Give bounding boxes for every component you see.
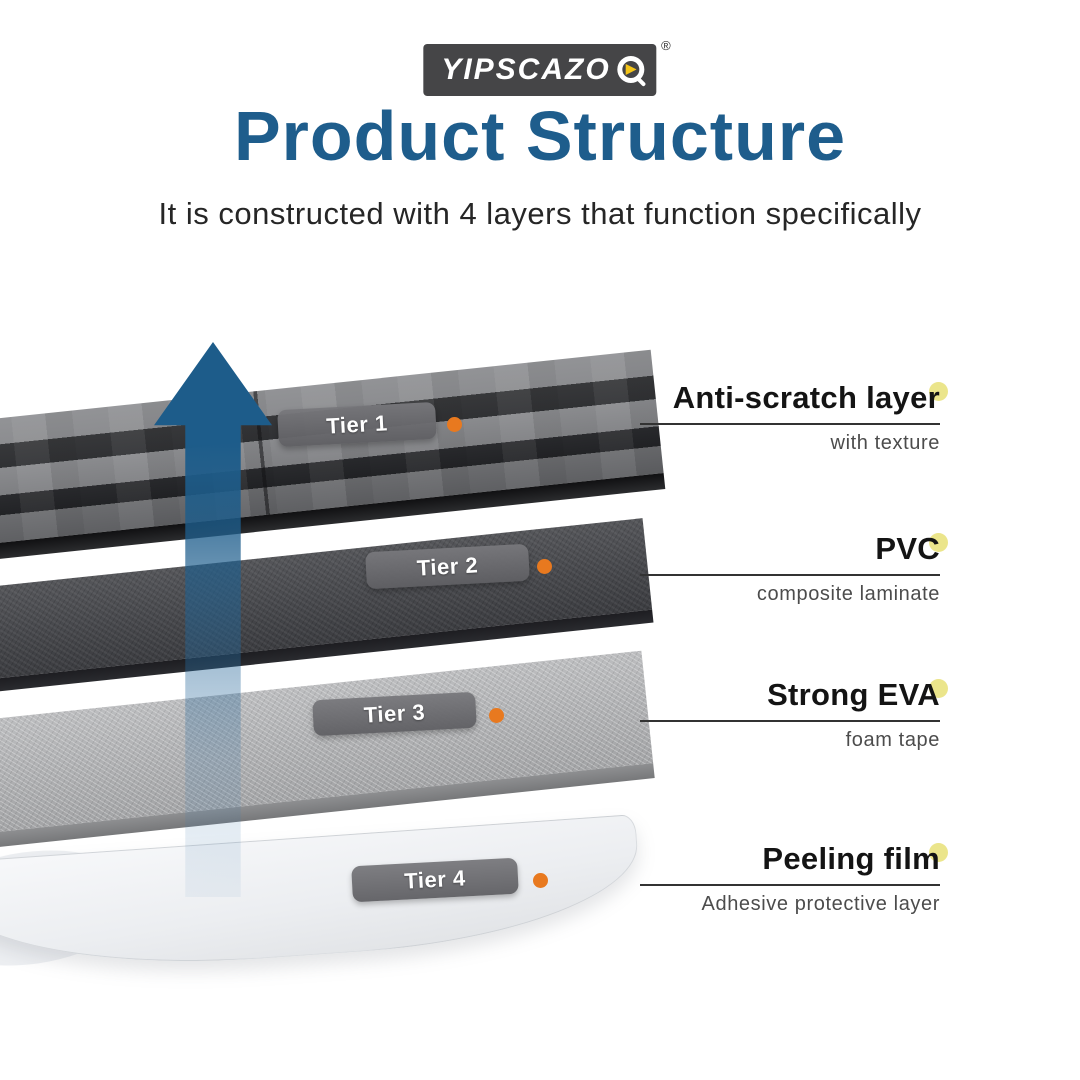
magnifier-icon (617, 55, 647, 87)
tier-4-divider (640, 884, 940, 886)
magnifier-wedge-icon (625, 63, 637, 75)
tier-4-title: Peeling film (762, 841, 940, 876)
tier-2-connector-dot-icon (537, 559, 552, 574)
tier-4-connector-dot-icon (533, 873, 548, 888)
tier-2-subtitle: composite laminate (756, 583, 940, 605)
page-subtitle: It is constructed with 4 layers that fun… (158, 196, 922, 231)
tier-2-label-group: PVC composite laminate (640, 531, 948, 606)
tier-3-connector-dot-icon (489, 708, 504, 723)
tier-1-subtitle: with texture (830, 432, 940, 454)
tier-4-label-group: Peeling film Adhesive protective layer (640, 841, 948, 916)
tier-1-highlight-dot-icon (929, 382, 948, 401)
tier-2-highlight-dot-icon (929, 533, 948, 552)
brand-logo-text: YIPSCAZO (441, 53, 611, 86)
tier-2-title: PVC (875, 531, 940, 566)
tier-3-title: Strong EVA (767, 677, 940, 712)
layer-tier4-film (0, 814, 644, 980)
tier-3-highlight-dot-icon (929, 679, 948, 698)
tier-3-divider (640, 720, 940, 722)
page-title: Product Structure (233, 97, 847, 175)
tier-1-label-group: Anti-scratch layer with texture (640, 380, 948, 455)
tier-3-subtitle: foam tape (845, 729, 940, 751)
tier-1-title: Anti-scratch layer (672, 380, 940, 415)
tier-1-connector-dot-icon (447, 417, 462, 432)
brand-logo: YIPSCAZO ® (423, 38, 671, 96)
tier-1-divider (640, 423, 940, 425)
tier-3-label-group: Strong EVA foam tape (640, 677, 948, 752)
tier-2-divider (640, 574, 940, 576)
magnifier-handle-icon (636, 77, 647, 87)
tier-4-highlight-dot-icon (929, 843, 948, 862)
registered-mark: ® (661, 38, 673, 53)
tier-4-subtitle: Adhesive protective layer (701, 893, 940, 915)
